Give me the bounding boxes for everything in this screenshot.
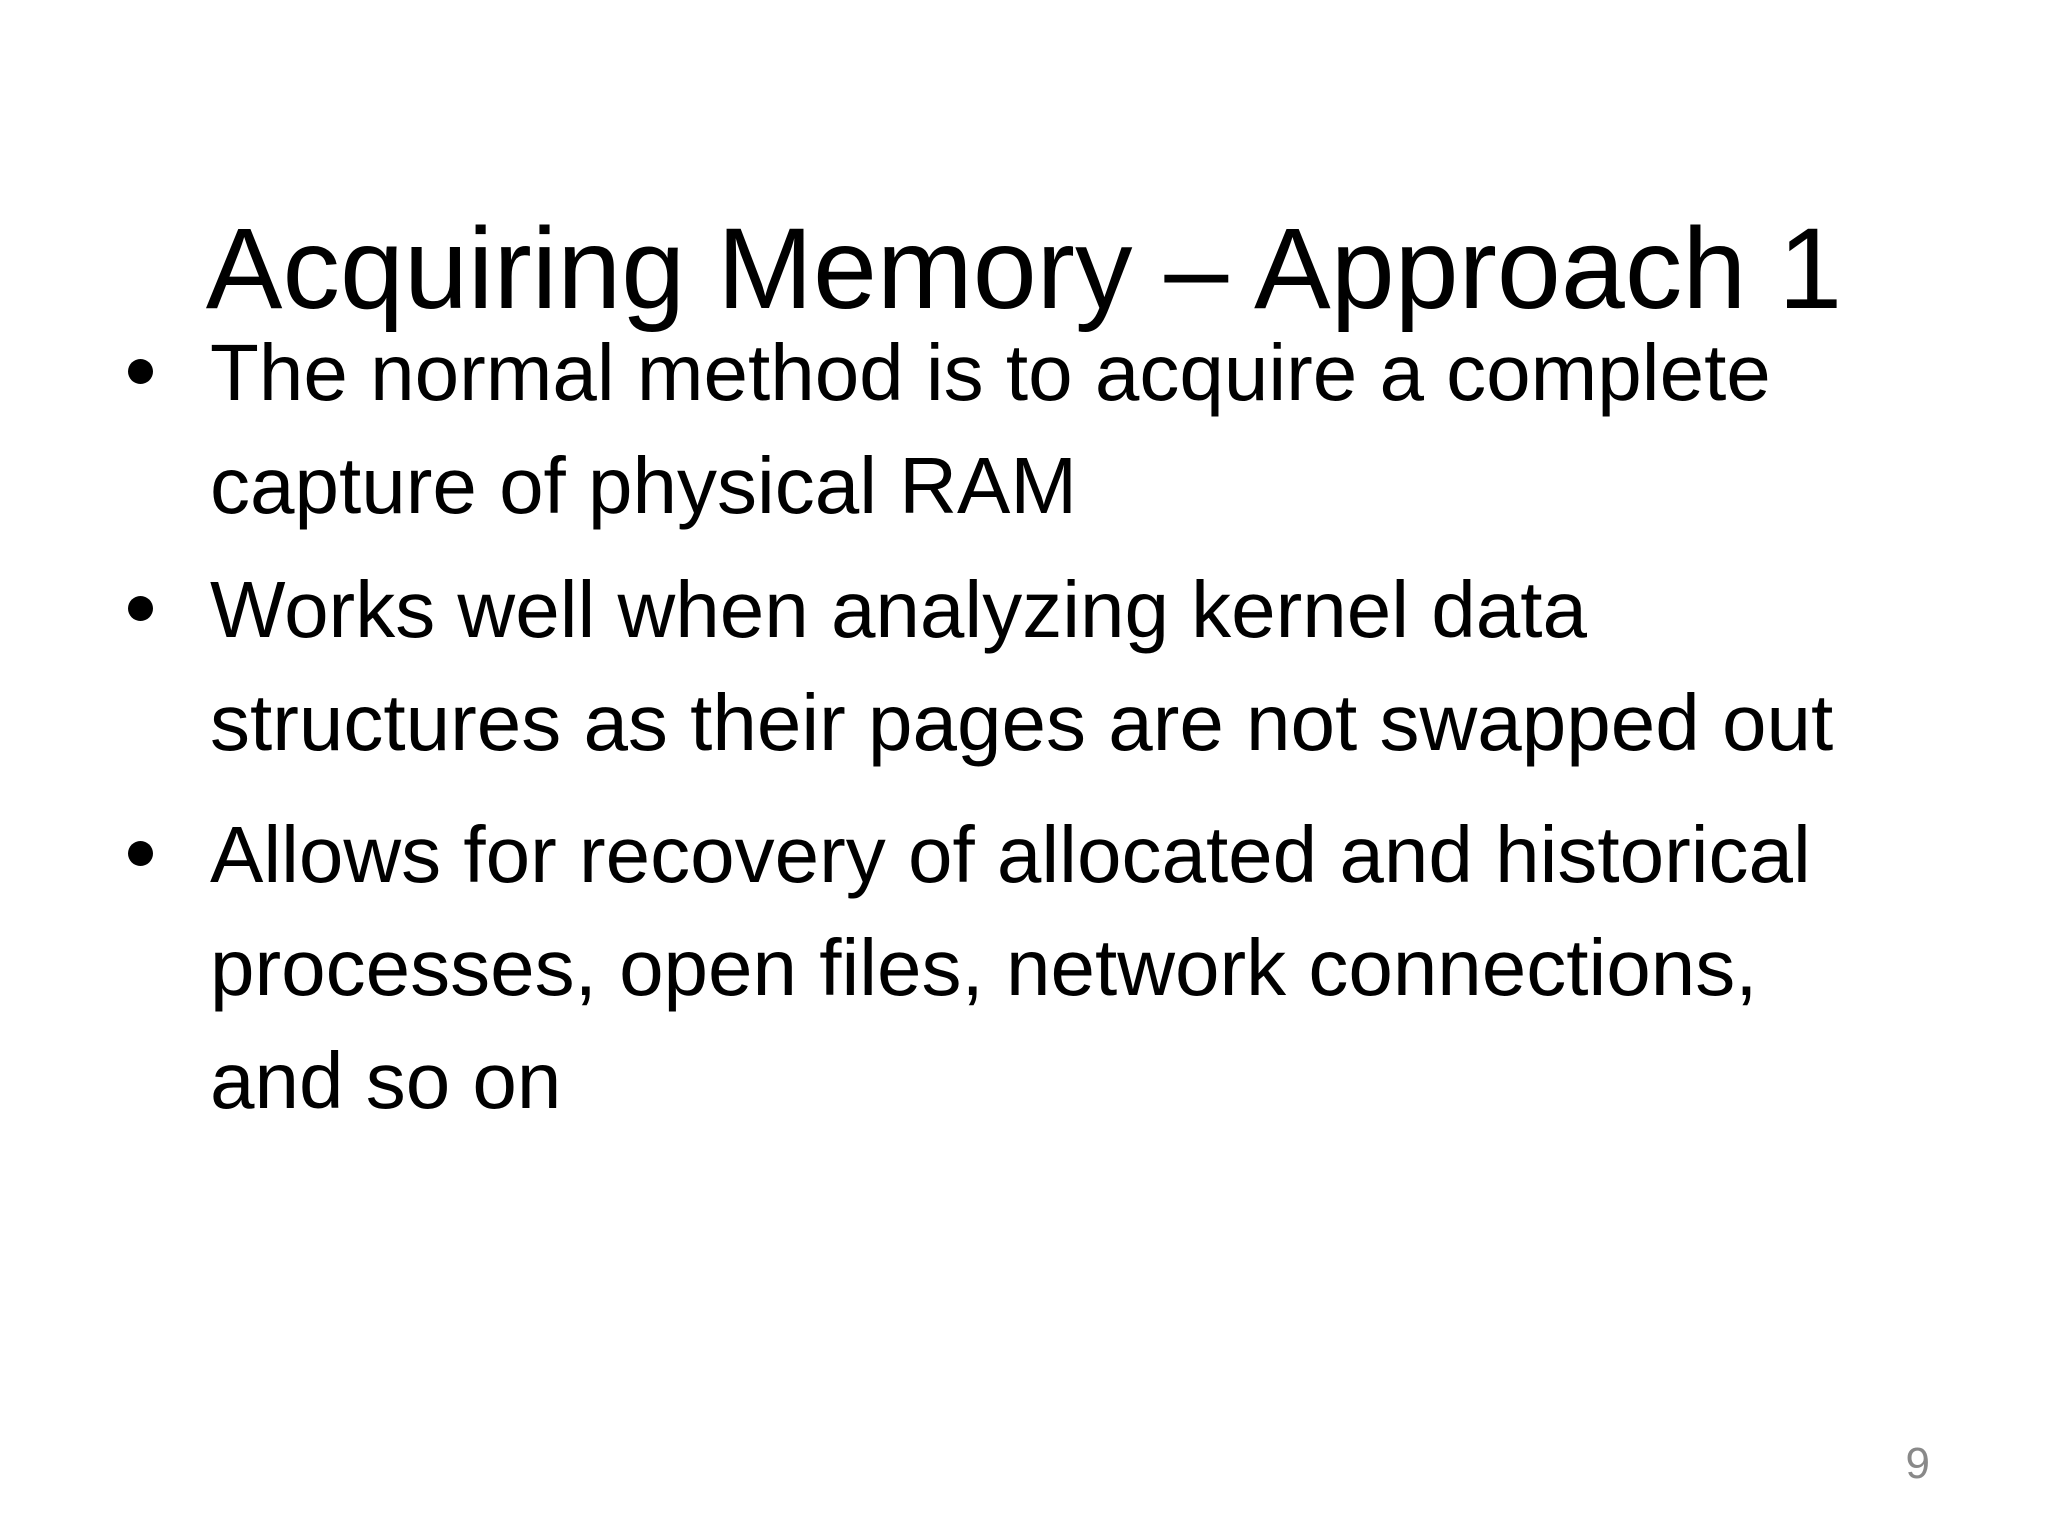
bullet-text-line: processes, open files, network connectio… [210, 923, 1758, 1012]
bullet-item: Works well when analyzing kernel data st… [0, 553, 2048, 779]
slide-page-number: 9 [1905, 1439, 1930, 1488]
bullet-text-line: The normal method is to acquire a comple… [210, 328, 1771, 417]
bullet-text-line: and so on [210, 1036, 562, 1125]
bullet-item: The normal method is to acquire a comple… [0, 316, 2048, 542]
bullet-text-line: structures as their pages are not swappe… [210, 678, 1834, 767]
bullet-text-line: Works well when analyzing kernel data [210, 565, 1587, 654]
bullet-text-line: Allows for recovery of allocated and his… [210, 810, 1811, 899]
bullet-text-line: capture of physical RAM [210, 441, 1078, 530]
bullet-icon [128, 359, 153, 384]
bullet-item: Allows for recovery of allocated and his… [0, 798, 2048, 1137]
bullet-icon [128, 841, 153, 866]
bullet-icon [128, 596, 153, 621]
slide-title: Acquiring Memory – Approach 1 [205, 205, 1843, 334]
